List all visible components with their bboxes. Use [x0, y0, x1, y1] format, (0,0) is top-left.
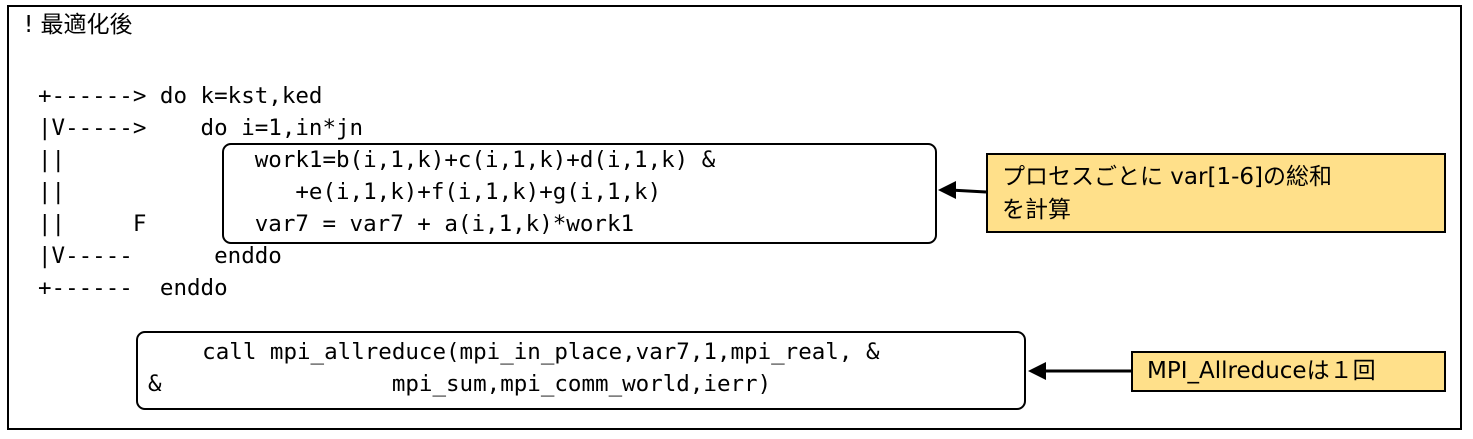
sum-arrow-head — [938, 181, 956, 199]
allreduce-note-callout: MPI_Allreduceは１回 — [1131, 351, 1446, 392]
code-line-var7: || F var7 = var7 + a(i,1,k)*work1 — [38, 211, 635, 237]
loop-body-highlight-box — [222, 143, 937, 244]
code-line-do-k: +------> do k=kst,ked — [38, 83, 323, 109]
mpi-code-line-2: & mpi_sum,mpi_comm_world,ierr) — [148, 371, 772, 397]
code-line-enddo-k: +------ enddo — [38, 275, 228, 301]
code-line-work1-b: || +e(i,1,k)+f(i,1,k)+g(i,1,k) — [38, 179, 662, 205]
sum-note-line-2: を計算 — [1002, 197, 1071, 223]
code-line-enddo-i: |V----- enddo — [38, 243, 282, 269]
mpi-code-line-1: call mpi_allreduce(mpi_in_place,var7,1,m… — [148, 339, 880, 365]
header-comment: ! 最適化後 — [24, 12, 133, 38]
sum-note-line-1: プロセスごとに var[1-6]の総和 — [1002, 164, 1332, 190]
sum-note-callout: プロセスごとに var[1-6]の総和 を計算 — [986, 153, 1446, 233]
code-line-work1-a: || work1=b(i,1,k)+c(i,1,k)+d(i,1,k) & — [38, 147, 716, 173]
diagram-frame — [7, 5, 1462, 430]
allreduce-note-text: MPI_Allreduceは１回 — [1147, 358, 1376, 384]
code-line-do-i: |V-----> do i=1,in*jn — [38, 115, 364, 141]
mpi-call-box — [136, 331, 1026, 410]
allreduce-arrow-head — [1028, 362, 1046, 380]
